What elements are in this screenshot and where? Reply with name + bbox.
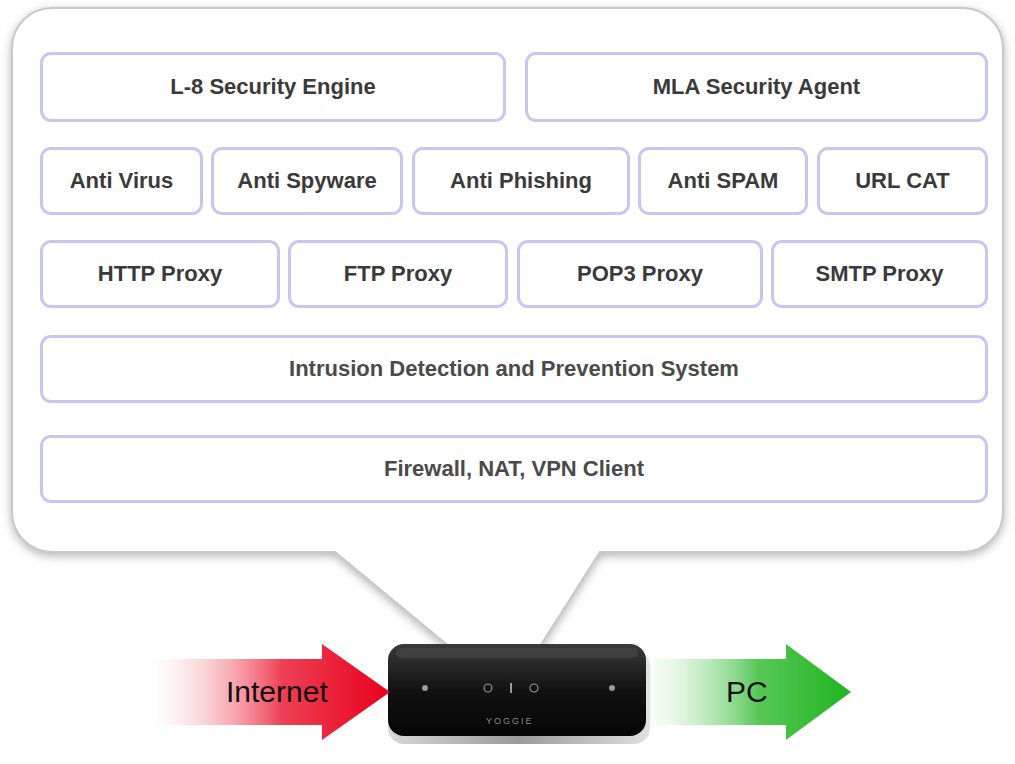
security-appliance (388, 644, 650, 744)
brand-mark: YOGGIE (486, 716, 534, 726)
module-label: L-8 Security Engine (170, 74, 375, 100)
module-label: Anti Spyware (237, 168, 376, 194)
module-label: Anti Phishing (450, 168, 592, 194)
module-label: POP3 Proxy (577, 261, 703, 287)
flow-label: Internet (226, 674, 328, 710)
security-module-box: L-8 Security Engine (40, 52, 506, 122)
module-label: Anti Virus (70, 168, 174, 194)
flow-label: PC (726, 674, 768, 710)
security-module-box: HTTP Proxy (40, 240, 280, 308)
security-module-box: Intrusion Detection and Prevention Syste… (40, 335, 988, 403)
arrow-body (150, 644, 390, 740)
security-module-box: MLA Security Agent (525, 52, 988, 122)
arrow-body (646, 644, 851, 740)
security-module-box: URL CAT (817, 147, 988, 215)
security-module-box: Anti Phishing (412, 147, 630, 215)
security-module-box: Anti Virus (40, 147, 203, 215)
security-module-box: FTP Proxy (288, 240, 508, 308)
security-module-box: Anti SPAM (638, 147, 808, 215)
module-label: HTTP Proxy (98, 261, 222, 287)
module-label: MLA Security Agent (653, 74, 860, 100)
flow-arrow: Internet (150, 642, 390, 742)
module-label: FTP Proxy (344, 261, 452, 287)
speech-bubble (12, 8, 1003, 662)
module-label: Intrusion Detection and Prevention Syste… (289, 356, 739, 382)
security-module-box: Anti Spyware (211, 147, 403, 215)
security-module-box: POP3 Proxy (517, 240, 763, 308)
module-label: URL CAT (855, 168, 950, 194)
module-label: SMTP Proxy (816, 261, 944, 287)
flow-arrow: PC (646, 642, 852, 742)
module-label: Firewall, NAT, VPN Client (384, 456, 644, 482)
security-module-box: SMTP Proxy (771, 240, 988, 308)
security-module-box: Firewall, NAT, VPN Client (40, 435, 988, 503)
module-label: Anti SPAM (668, 168, 779, 194)
